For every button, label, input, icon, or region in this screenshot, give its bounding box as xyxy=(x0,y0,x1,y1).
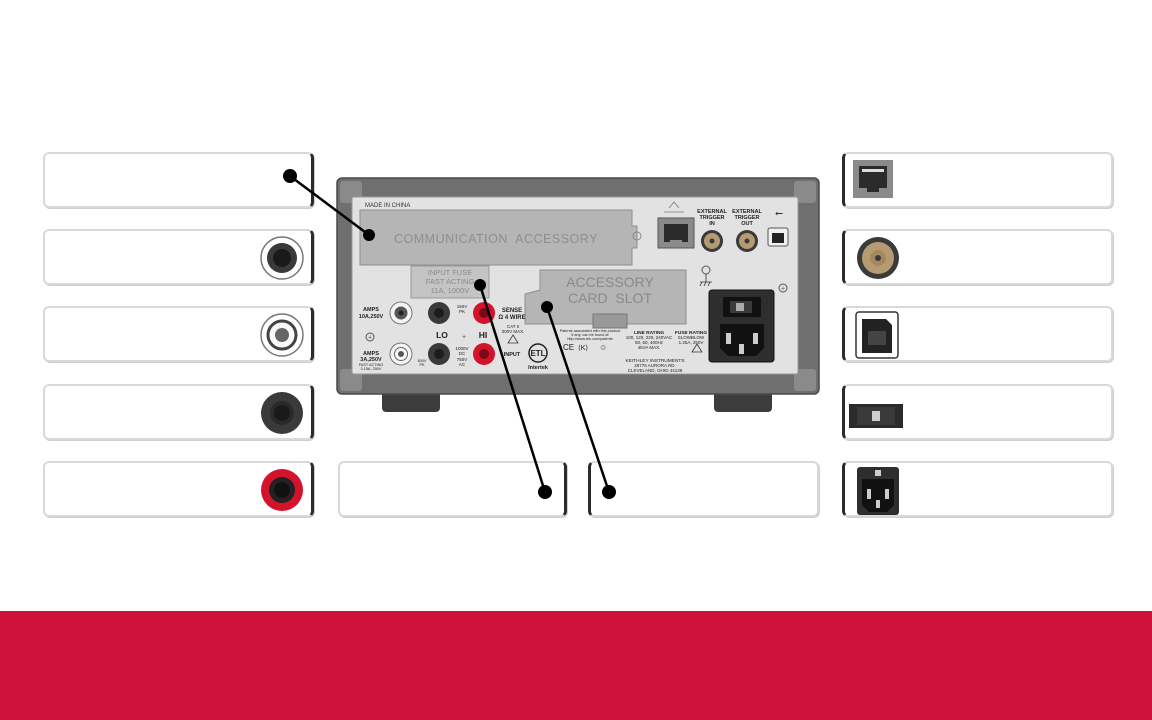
svg-text:AMPS: AMPS xyxy=(363,307,379,313)
svg-text:ETL: ETL xyxy=(530,349,545,358)
svg-text:FAST ACTING: FAST ACTING xyxy=(359,363,384,367)
svg-text:EXTERNAL: EXTERNAL xyxy=(697,209,727,215)
svg-text:+: + xyxy=(781,286,785,293)
svg-text:♲: ♲ xyxy=(600,345,606,352)
footer-band xyxy=(0,611,1152,720)
svg-text:SENSE: SENSE xyxy=(502,308,522,314)
svg-text:1000V: 1000V xyxy=(455,346,468,351)
black-binding-post-icon xyxy=(260,236,304,280)
svg-text:OUT: OUT xyxy=(741,221,753,227)
svg-text:Ω 4 WIRE: Ω 4 WIRE xyxy=(498,315,525,321)
svg-text:+: + xyxy=(462,334,466,341)
usb-b-port-icon xyxy=(855,311,899,359)
svg-text:11A, 1000V: 11A, 1000V xyxy=(431,286,470,295)
svg-text:IN: IN xyxy=(709,221,715,227)
svg-text:AC: AC xyxy=(459,362,466,367)
svg-text:SLOWBLOW: SLOWBLOW xyxy=(678,335,705,340)
svg-text:AMPS: AMPS xyxy=(363,351,379,357)
svg-text:1.25A, 250V: 1.25A, 250V xyxy=(679,340,704,345)
power-inlet-icon xyxy=(857,467,899,515)
svg-text:TRIGGER: TRIGGER xyxy=(734,215,759,221)
svg-text:3A,250V: 3A,250V xyxy=(360,357,382,363)
svg-text:⟨K⟩: ⟨K⟩ xyxy=(578,344,588,352)
comm-slot-label: COMMUNICATION ACCESSORY xyxy=(394,232,598,246)
svg-text:500V: 500V xyxy=(418,359,427,363)
made-in-label: MADE IN CHINA xyxy=(365,203,410,209)
svg-text:CAT II: CAT II xyxy=(507,324,519,329)
svg-text:28775 AURORA RD.: 28775 AURORA RD. xyxy=(634,363,676,368)
svg-text:PK: PK xyxy=(459,309,465,314)
instrument-diagram: MADE IN CHINA COMMUNICATION ACCESSORY IN… xyxy=(283,169,820,499)
svg-text:INPUT FUSE: INPUT FUSE xyxy=(428,268,472,277)
ethernet-port-icon xyxy=(853,160,893,198)
svg-text:300V MAX.: 300V MAX. xyxy=(502,329,525,334)
svg-text:LINE RATING: LINE RATING xyxy=(634,330,665,336)
svg-text:⭠: ⭠ xyxy=(775,208,783,219)
line-voltage-selector-icon xyxy=(849,404,903,428)
svg-text:+: + xyxy=(368,335,372,342)
label-box-accessory-card-slot xyxy=(588,461,819,517)
svg-text:http://www.tek.com/patents: http://www.tek.com/patents xyxy=(567,337,612,341)
black-terminal-icon xyxy=(261,392,303,434)
label-box-communication-accessory xyxy=(43,152,314,208)
svg-text:LO: LO xyxy=(436,330,448,340)
callout-dot-input-fuse xyxy=(538,485,552,499)
communication-accessory-slot xyxy=(359,209,638,266)
red-terminal-icon xyxy=(261,469,303,511)
svg-text:TRIGGER: TRIGGER xyxy=(699,215,724,221)
svg-text:CLEVELAND, OHIO 44139: CLEVELAND, OHIO 44139 xyxy=(628,368,683,373)
svg-text:FAST ACTING: FAST ACTING xyxy=(426,277,475,286)
svg-text:750V: 750V xyxy=(457,357,468,362)
svg-text:CARD SLOT: CARD SLOT xyxy=(568,290,652,306)
callout-dot-accessory-slot xyxy=(602,485,616,499)
svg-text:EXTERNAL: EXTERNAL xyxy=(732,209,762,215)
bnc-connector-icon xyxy=(857,237,899,279)
svg-text:Intertek: Intertek xyxy=(528,365,549,371)
svg-text:45VA MAX.: 45VA MAX. xyxy=(638,345,661,350)
svg-text:INPUT: INPUT xyxy=(504,352,521,358)
etl-mark xyxy=(528,343,548,363)
svg-text:50, 60, 400Hz: 50, 60, 400Hz xyxy=(635,340,664,345)
svg-text:if any, can be found at: if any, can be found at xyxy=(571,333,609,337)
svg-text:KEITHLEY INSTRUMENTS: KEITHLEY INSTRUMENTS xyxy=(625,358,684,364)
svg-text:100, 120, 220, 240VAC: 100, 120, 220, 240VAC xyxy=(626,335,673,340)
callout-dot-communication xyxy=(283,169,297,183)
svg-text:Patents associated with this p: Patents associated with this product xyxy=(560,329,622,333)
svg-text:150V: 150V xyxy=(457,304,468,309)
svg-text:3.15A, 250V: 3.15A, 250V xyxy=(361,367,382,371)
white-binding-post-icon xyxy=(260,313,304,357)
svg-text:CE: CE xyxy=(563,343,574,352)
svg-text:10A,250V: 10A,250V xyxy=(359,314,384,320)
svg-text:ACCESSORY: ACCESSORY xyxy=(566,274,654,290)
svg-text:FUSE RATING: FUSE RATING xyxy=(675,330,707,336)
svg-text:PK: PK xyxy=(419,363,425,367)
svg-text:DC: DC xyxy=(459,351,466,356)
label-box-input-fuse xyxy=(338,461,567,517)
svg-text:HI: HI xyxy=(479,330,488,340)
